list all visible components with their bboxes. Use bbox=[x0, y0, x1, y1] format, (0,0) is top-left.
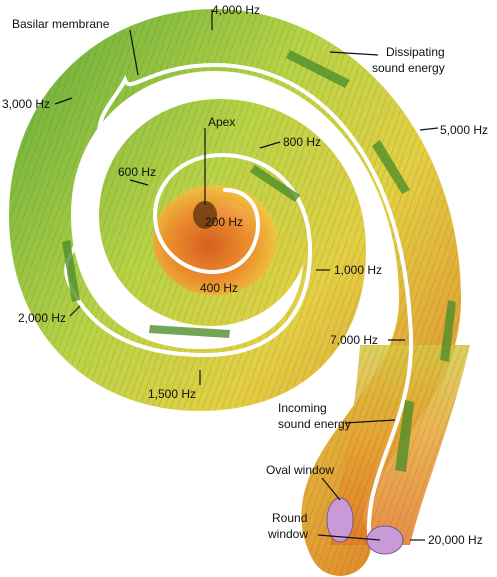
apex-hole bbox=[193, 201, 217, 229]
label-1000-hz: 1,000 Hz bbox=[334, 263, 382, 277]
label-400-hz: 400 Hz bbox=[200, 281, 238, 295]
label-dissipating-1: Dissipating bbox=[386, 45, 445, 59]
label-20000-hz: 20,000 Hz bbox=[428, 533, 483, 547]
label-1500-hz: 1,500 Hz bbox=[148, 387, 196, 401]
label-600-hz: 600 Hz bbox=[118, 165, 156, 179]
leader-dissipating bbox=[329, 51, 379, 56]
label-incoming-2: sound energy bbox=[278, 417, 351, 431]
label-incoming-1: Incoming bbox=[278, 401, 327, 415]
leader-5000 bbox=[419, 127, 439, 131]
leader-incoming bbox=[344, 419, 396, 424]
leader-3000 bbox=[54, 97, 73, 105]
label-3000-hz: 3,000 Hz bbox=[2, 97, 50, 111]
arrow-dissipating-2 bbox=[372, 140, 410, 194]
round-window-shape bbox=[366, 525, 404, 555]
leader-2000 bbox=[69, 305, 81, 317]
arrow-inner bbox=[250, 165, 300, 202]
leader-800 bbox=[259, 141, 281, 149]
cochlea-apex-core bbox=[153, 185, 277, 295]
leader-round bbox=[317, 534, 381, 541]
oval-window-shape bbox=[326, 497, 354, 543]
label-5000-hz: 5,000 Hz bbox=[440, 123, 488, 137]
label-apex: Apex bbox=[208, 115, 235, 129]
arrow-incoming bbox=[395, 400, 414, 472]
leader-oval bbox=[321, 477, 341, 501]
label-200-hz: 200 Hz bbox=[205, 215, 243, 229]
label-dissipating-2: sound energy bbox=[372, 61, 445, 75]
label-oval-window: Oval window bbox=[266, 463, 334, 477]
arrow-dissipating bbox=[286, 50, 350, 88]
label-800-hz: 800 Hz bbox=[283, 135, 321, 149]
label-basilar-membrane: Basilar membrane bbox=[12, 17, 110, 31]
arrow-incoming-2 bbox=[440, 300, 456, 362]
arrow-left bbox=[62, 240, 80, 302]
label-2000-hz: 2,000 Hz bbox=[18, 311, 66, 325]
label-round-window-1: Round bbox=[272, 511, 307, 525]
label-7000-hz: 7,000 Hz bbox=[330, 333, 378, 347]
label-round-window-2: window bbox=[267, 527, 308, 541]
leader-600 bbox=[129, 179, 149, 186]
leader-basilar bbox=[129, 29, 139, 76]
label-4000-hz: 4,000 Hz bbox=[212, 3, 260, 17]
arrow-lower bbox=[149, 325, 230, 338]
flow-arrows bbox=[62, 50, 456, 472]
